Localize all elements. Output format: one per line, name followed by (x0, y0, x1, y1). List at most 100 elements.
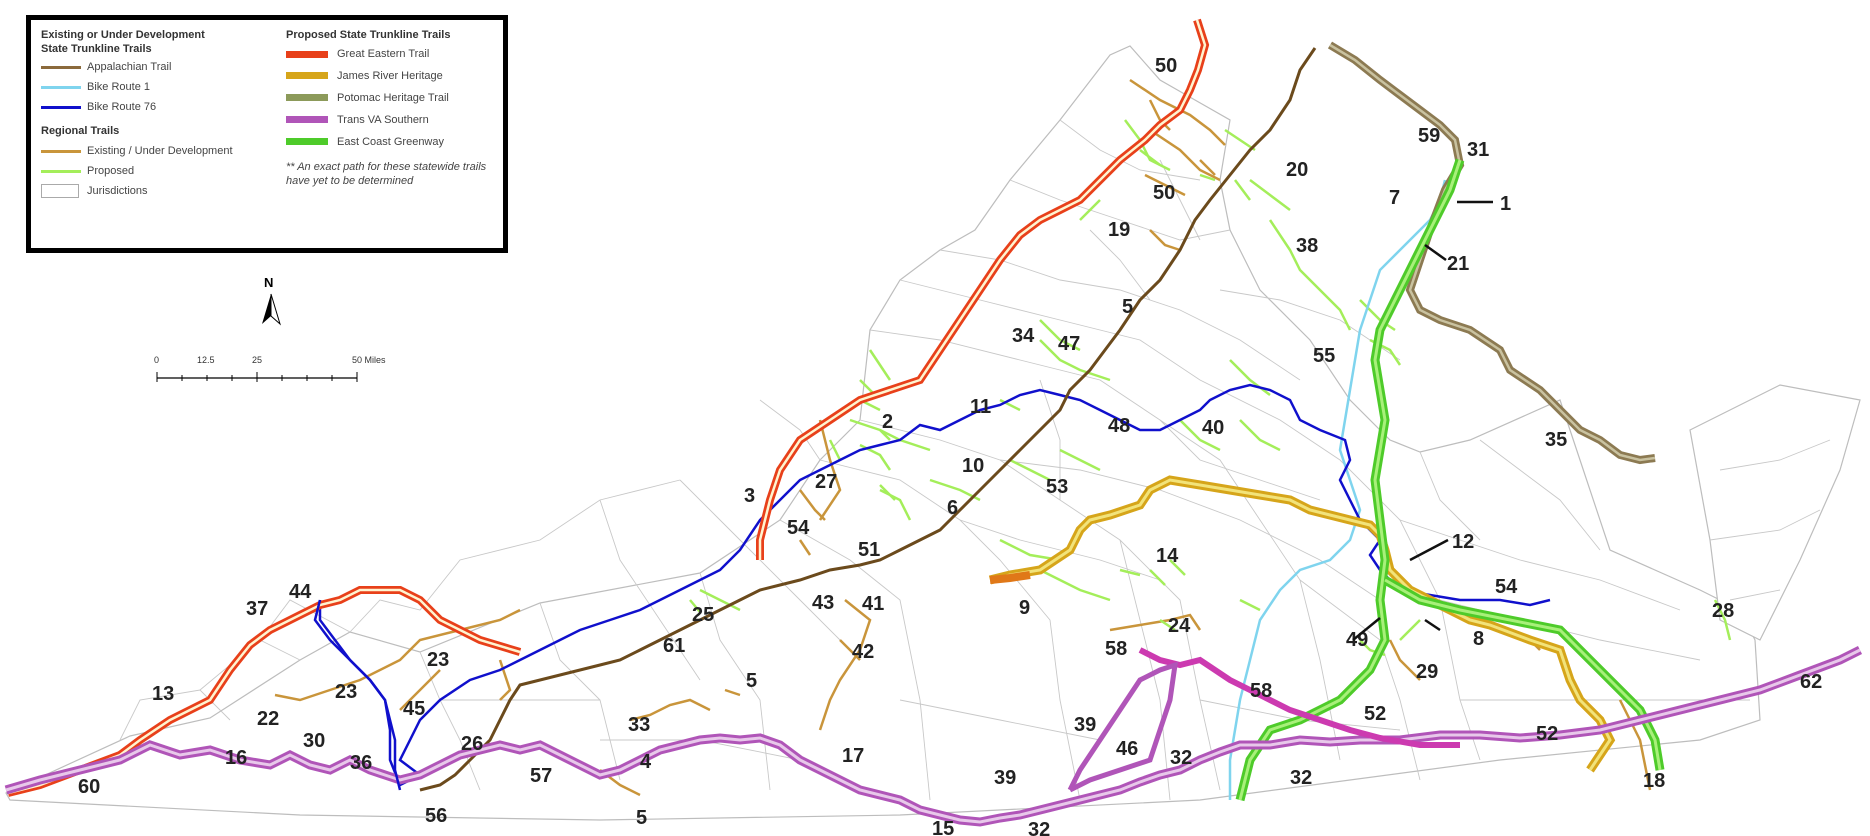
jurisdictions-swatch (41, 184, 79, 198)
trail-label: 19 (1108, 219, 1130, 241)
trail-label: 62 (1800, 671, 1822, 693)
trail-label: 1 (1500, 193, 1511, 215)
appalachian-trail-swatch (41, 66, 81, 69)
trail-label: 25 (692, 604, 714, 626)
bike-route-76 (318, 383, 1551, 787)
bike-route-76-swatch (41, 106, 81, 109)
trail-label: 56 (425, 805, 447, 827)
trail-label: 52 (1364, 703, 1386, 725)
trail-label: 29 (1416, 661, 1438, 683)
potomac-heritage-swatch (286, 94, 328, 101)
regional-existing-swatch (41, 150, 81, 153)
trail-label: 54 (1495, 576, 1518, 598)
trail-label: 3 (744, 485, 755, 507)
trail-label: 10 (962, 455, 984, 477)
trail-label: 54 (787, 517, 810, 539)
trail-label: 58 (1105, 638, 1127, 660)
trail-label: 38 (1296, 235, 1318, 257)
scale-bar (156, 372, 358, 382)
trail-label: 26 (461, 733, 483, 755)
trail-label: 5 (636, 807, 647, 829)
trail-label: 37 (246, 598, 268, 620)
trail-label: 60 (78, 776, 100, 798)
trail-label: 59 (1418, 125, 1440, 147)
trail-label: 5 (746, 670, 757, 692)
trail-label: 61 (663, 635, 685, 657)
legend-label-trans-va: Trans VA Southern (337, 114, 429, 126)
legend-heading-existing: Existing or Under Development State Trun… (41, 29, 205, 55)
trail-label: 5 (1122, 296, 1133, 318)
legend-label-east-coast: East Coast Greenway (337, 136, 444, 148)
trail-label: 58 (1250, 680, 1272, 702)
north-arrow-label: N (264, 275, 274, 290)
james-river-heritage (988, 475, 1616, 773)
trail-label: 20 (1286, 159, 1308, 181)
legend-label-jurisdictions: Jurisdictions (87, 185, 148, 197)
trail-label: 31 (1467, 139, 1489, 161)
appalachian-trail (419, 47, 1317, 792)
legend-label-regional-existing: Existing / Under Development (87, 145, 233, 157)
trail-label: 34 (1012, 325, 1035, 347)
eastern-shore-outline (1689, 384, 1861, 641)
trail-label: 33 (628, 714, 650, 736)
potomac-heritage-trail (1327, 41, 1656, 465)
trail-label: 55 (1313, 345, 1335, 367)
trail-label: 57 (530, 765, 552, 787)
trail-label: 50 (1155, 55, 1177, 77)
east-coast-greenway (1235, 158, 1665, 802)
trail-label: 24 (1168, 615, 1191, 637)
map-legend: Existing or Under Development State Trun… (26, 15, 508, 253)
trail-label: 6 (947, 497, 958, 519)
legend-label-bike-route-1: Bike Route 1 (87, 81, 150, 93)
scale-tick-25: 25 (252, 355, 263, 365)
trail-label: 15 (932, 818, 954, 836)
trail-label: 32 (1028, 819, 1050, 836)
trail-label: 47 (1058, 333, 1080, 355)
trail-label: 13 (152, 683, 174, 705)
trail-label: 32 (1290, 767, 1312, 789)
trail-label: 12 (1452, 531, 1474, 553)
trail-label: 8 (1473, 628, 1484, 650)
bike-route-1 (1228, 179, 1447, 800)
trail-label: 39 (1074, 714, 1096, 736)
trail-label: 43 (812, 592, 834, 614)
trail-label: 40 (1202, 417, 1224, 439)
trail-label: 17 (842, 745, 864, 767)
bike-route-76-west (313, 599, 402, 791)
trail-label: 30 (303, 730, 325, 752)
trail-label: 51 (858, 539, 880, 561)
legend-note: ** An exact path for these statewide tra… (286, 161, 487, 187)
trail-label: 46 (1116, 738, 1138, 760)
trans-va-southern-swatch (286, 116, 328, 123)
trail-number-labels: 50 59 31 50 20 7 1 19 38 21 5 34 47 55 1… (78, 55, 1822, 836)
legend-heading-proposed: Proposed State Trunkline Trails (286, 29, 451, 41)
north-arrow-icon (262, 293, 281, 326)
legend-label-potomac: Potomac Heritage Trail (337, 92, 449, 104)
legend-label-appalachian: Appalachian Trail (87, 61, 172, 73)
trail-label: 53 (1046, 476, 1068, 498)
trail-label: 18 (1643, 770, 1665, 792)
trail-label: 49 (1346, 629, 1368, 651)
trail-label: 48 (1108, 415, 1130, 437)
trail-label: 23 (427, 649, 449, 671)
legend-label-james-river: James River Heritage (337, 70, 443, 82)
trail-label: 22 (257, 708, 279, 730)
trail-label: 36 (350, 752, 372, 774)
bike-route-1-swatch (41, 86, 81, 89)
legend-label-regional-proposed: Proposed (87, 165, 135, 177)
trail-label: 4 (640, 751, 652, 773)
regional-trails-existing (274, 78, 1652, 797)
trail-label: 16 (225, 747, 247, 769)
scale-tick-50: 50 Miles (352, 355, 386, 365)
trail-label: 2 (882, 411, 893, 433)
trail-label: 23 (335, 681, 357, 703)
trail-label: 35 (1545, 429, 1567, 451)
trail-label: 39 (994, 767, 1016, 789)
trail-label: 41 (862, 593, 884, 615)
trail-label: 52 (1536, 723, 1558, 745)
trail-label: 21 (1447, 253, 1469, 275)
trans-va-southern (4, 645, 1863, 827)
trail-label: 9 (1019, 597, 1030, 619)
regional-proposed-swatch (41, 170, 81, 173)
